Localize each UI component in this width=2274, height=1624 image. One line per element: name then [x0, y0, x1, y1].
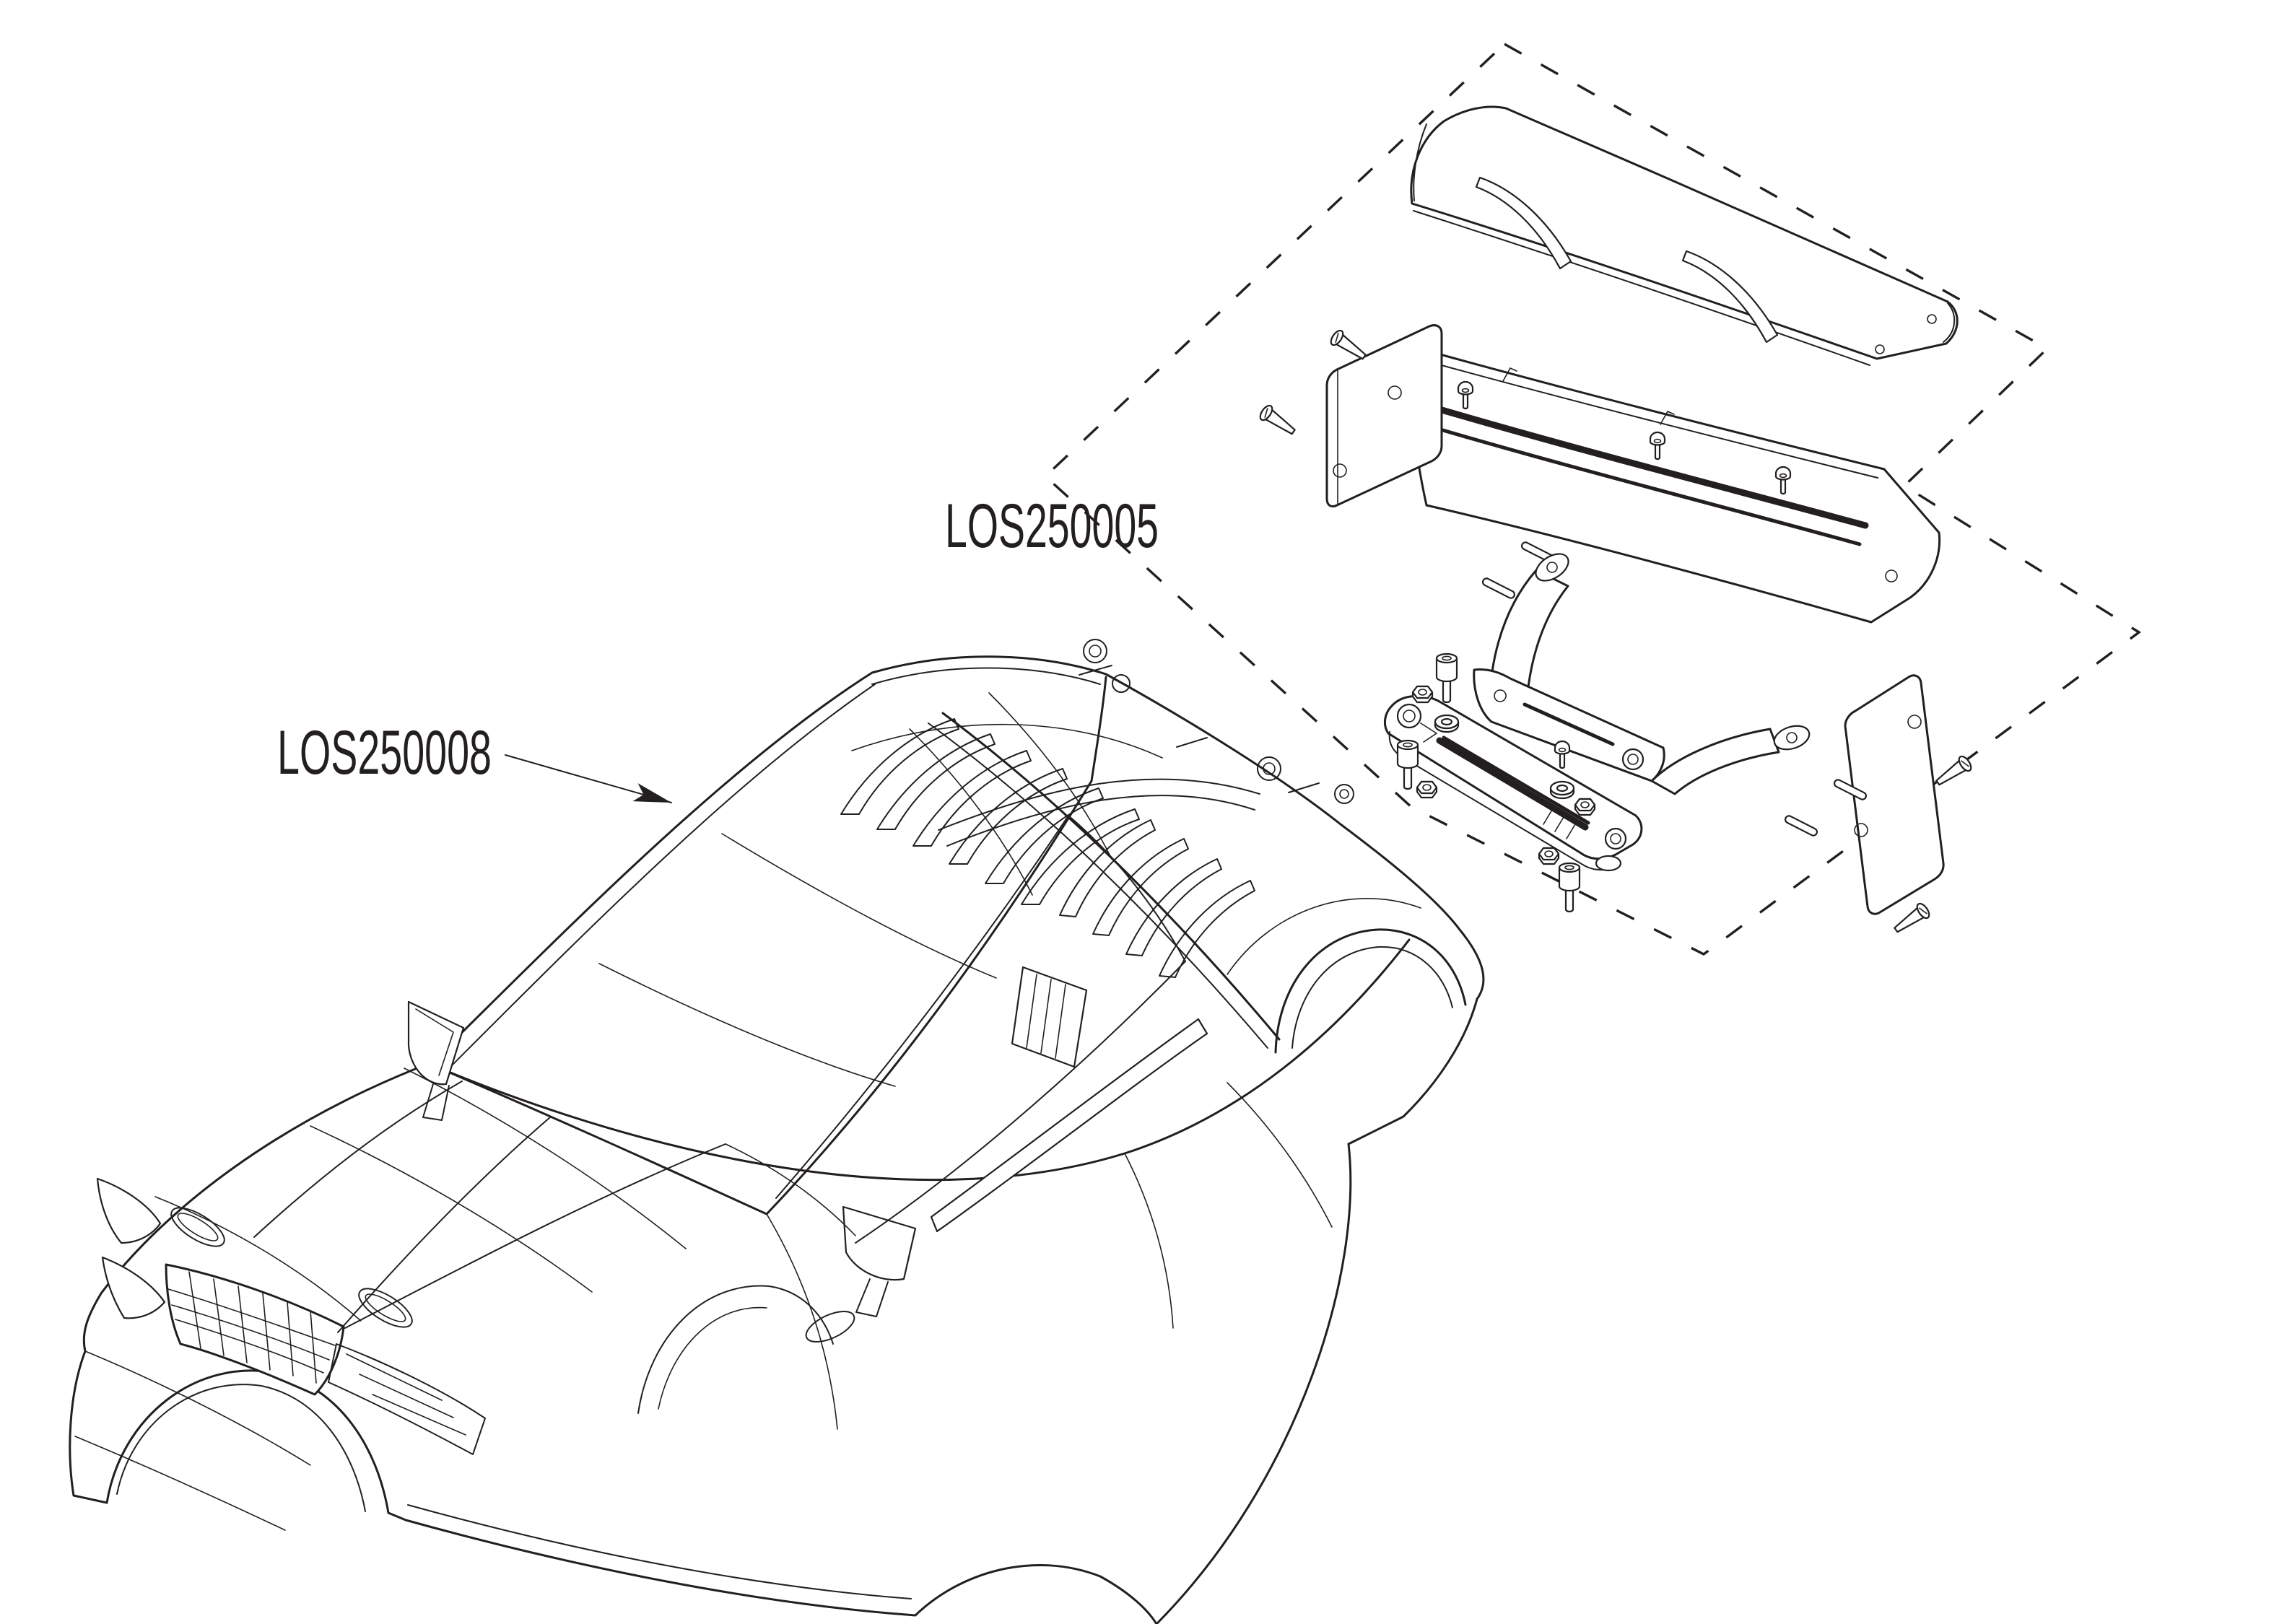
- label-wing-assembly: LOS250005: [945, 492, 1159, 561]
- windshield-and-roof: [433, 667, 1411, 1215]
- wing-mount-washer: [1434, 714, 1460, 733]
- front-intake-slats: [328, 1343, 486, 1455]
- wing-mount-nut: [1411, 685, 1434, 704]
- rear-wing-assembly: [1043, 42, 2142, 956]
- wing-side-plate-right: [1844, 674, 1945, 915]
- side-plate-screw: [1890, 901, 1933, 938]
- body-post-holes: [1079, 639, 1354, 804]
- side-details: [766, 815, 1208, 1430]
- wing-blade-lower: [1405, 344, 1941, 624]
- side-plate-screw: [1257, 403, 1299, 440]
- rear-fender: [1227, 898, 1467, 1054]
- label-leader-arrow: [505, 754, 672, 803]
- label-body-shell: LOS250008: [277, 718, 492, 787]
- wing-mount-screw: [1396, 739, 1419, 790]
- wing-mount-washer: [1549, 780, 1575, 800]
- car-body-shell: [69, 639, 1485, 1624]
- front-canards: [96, 1177, 166, 1319]
- side-plate-screw: [1328, 328, 1370, 364]
- side-plate-screw: [1932, 754, 1974, 790]
- front-grille: [165, 1263, 345, 1396]
- wing-blade-upper: [1410, 105, 1959, 366]
- wing-mount-nut: [1574, 798, 1596, 816]
- wing-mount-base: [1383, 694, 1643, 872]
- left-side-mirror: [407, 1000, 465, 1121]
- wing-gurney-tab: [1681, 250, 1779, 344]
- wing-pin: [1481, 576, 1517, 601]
- wing-pin: [1783, 813, 1819, 838]
- wing-mount-nut: [1416, 780, 1438, 799]
- door-scoop-blade: [930, 1018, 1208, 1233]
- wing-mount-screw: [1558, 862, 1581, 913]
- part-labels: LOS250005 LOS250008: [277, 492, 1159, 803]
- hood-slots: [170, 1207, 413, 1328]
- wing-gurney-tab: [1475, 176, 1572, 270]
- right-side-mirror: [805, 1205, 917, 1343]
- wing-mount-pylon: [1473, 553, 1811, 795]
- wing-mount-screw: [1554, 740, 1571, 769]
- wing-mount-nut: [1538, 847, 1560, 865]
- wing-mount-screw: [1435, 652, 1458, 704]
- panel-lines: [74, 692, 1333, 1599]
- wing-side-plate-left: [1325, 324, 1443, 508]
